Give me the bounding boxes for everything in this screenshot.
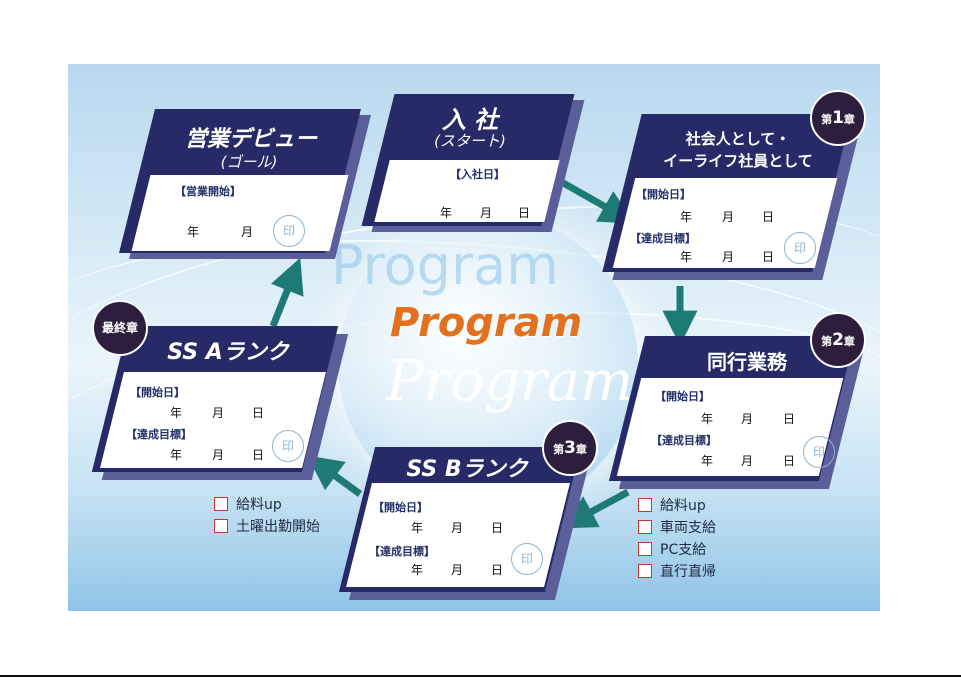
- final-badge: 最終章: [92, 300, 148, 356]
- checkbox[interactable]: [638, 542, 652, 556]
- chapter3-badge: 第3章: [542, 420, 598, 476]
- chapter2-goal-month: 月: [741, 452, 753, 469]
- checklist-item: 直行直帰: [638, 560, 716, 582]
- arrow-final-to-goal: [273, 276, 293, 326]
- chapter2-checklist: 給料up 車両支給 PC支給 直行直帰: [638, 494, 716, 582]
- start-day: 日: [518, 204, 530, 221]
- final-start-year: 年: [170, 404, 182, 421]
- chapter1-title-line2: イーライフ社員として: [618, 150, 858, 171]
- chapter3-checklist: 給料up 土曜出勤開始: [214, 493, 320, 537]
- final-start-month: 月: [212, 404, 224, 421]
- final-seal-stamp: 印: [272, 430, 304, 462]
- goal-month: 月: [241, 223, 253, 240]
- goal-title: 営業デビュー: [131, 121, 371, 153]
- checkbox[interactable]: [214, 519, 228, 533]
- chapter1-goal-month: 月: [722, 248, 734, 265]
- program-poster: Program Program Program 入 社 (スタート) 【入社日】…: [68, 64, 880, 611]
- chapter1-start-year: 年: [680, 208, 692, 225]
- checklist-item: PC支給: [638, 538, 716, 560]
- final-start-day: 日: [252, 404, 264, 421]
- final-goal-month: 月: [212, 446, 224, 463]
- checklist-item: 車両支給: [638, 516, 716, 538]
- page-bottom-rule: [0, 675, 961, 677]
- chapter3-start-label: 【開始日】: [373, 499, 428, 515]
- chapter1-start-day: 日: [762, 208, 774, 225]
- start-month: 月: [480, 204, 492, 221]
- chapter3-goal-month: 月: [451, 561, 463, 578]
- chapter1-goal-day: 日: [762, 248, 774, 265]
- chapter1-card: 社会人として・ イーライフ社員として 【開始日】 年 月 日 【達成目標】 年 …: [608, 114, 848, 284]
- checkbox[interactable]: [638, 498, 652, 512]
- chapter2-goal-day: 日: [783, 452, 795, 469]
- chapter3-start-year: 年: [411, 519, 423, 536]
- goal-card: 営業デビュー (ゴール) 【営業開始】 年 月 印: [123, 109, 363, 264]
- final-goal-label: 【達成目標】: [126, 426, 192, 442]
- chapter2-goal-year: 年: [701, 452, 713, 469]
- chapter3-goal-label: 【達成目標】: [369, 543, 435, 559]
- checklist-item: 給料up: [214, 493, 320, 515]
- checkbox[interactable]: [638, 564, 652, 578]
- chapter1-goal-label: 【達成目標】: [630, 230, 696, 246]
- chapter3-card: SS Bランク 【開始日】 年 月 日 【達成目標】 年 月 日 印: [343, 447, 583, 607]
- goal-seal-stamp: 印: [273, 215, 305, 247]
- final-goal-day: 日: [252, 446, 264, 463]
- chapter1-start-month: 月: [722, 208, 734, 225]
- chapter3-goal-day: 日: [491, 561, 503, 578]
- chapter2-start-label: 【開始日】: [655, 388, 710, 404]
- chapter3-start-day: 日: [491, 519, 503, 536]
- chapter2-start-day: 日: [783, 410, 795, 427]
- chapter1-seal-stamp: 印: [784, 232, 816, 264]
- chapter2-card: 同行業務 【開始日】 年 月 日 【達成目標】 年 月 日 印: [613, 336, 853, 494]
- checkbox[interactable]: [638, 520, 652, 534]
- goal-date-label: 【営業開始】: [175, 183, 241, 199]
- chapter1-badge: 第1章: [810, 90, 866, 146]
- goal-subtitle: (ゴール): [129, 151, 369, 172]
- chapter1-goal-year: 年: [680, 248, 692, 265]
- chapter2-goal-label: 【達成目標】: [651, 432, 717, 448]
- chapter2-start-month: 月: [741, 410, 753, 427]
- chapter3-start-month: 月: [451, 519, 463, 536]
- final-goal-year: 年: [170, 446, 182, 463]
- checklist-item: 土曜出勤開始: [214, 515, 320, 537]
- chapter3-seal-stamp: 印: [511, 543, 543, 575]
- chapter2-badge: 第2章: [810, 312, 866, 368]
- checklist-item: 給料up: [638, 494, 716, 516]
- chapter1-start-label: 【開始日】: [636, 186, 691, 202]
- start-date-label: 【入社日】: [450, 166, 505, 182]
- start-card: 入 社 (スタート) 【入社日】 年 月 日: [368, 94, 568, 244]
- arrow-chapter2-to-chapter3: [578, 492, 628, 519]
- checkbox[interactable]: [214, 497, 228, 511]
- start-subtitle: (スタート): [370, 130, 570, 151]
- chapter2-seal-stamp: 印: [803, 436, 835, 468]
- goal-year: 年: [187, 223, 199, 240]
- start-year: 年: [440, 204, 452, 221]
- chapter3-goal-year: 年: [411, 561, 423, 578]
- chapter2-start-year: 年: [701, 410, 713, 427]
- final-start-label: 【開始日】: [130, 384, 185, 400]
